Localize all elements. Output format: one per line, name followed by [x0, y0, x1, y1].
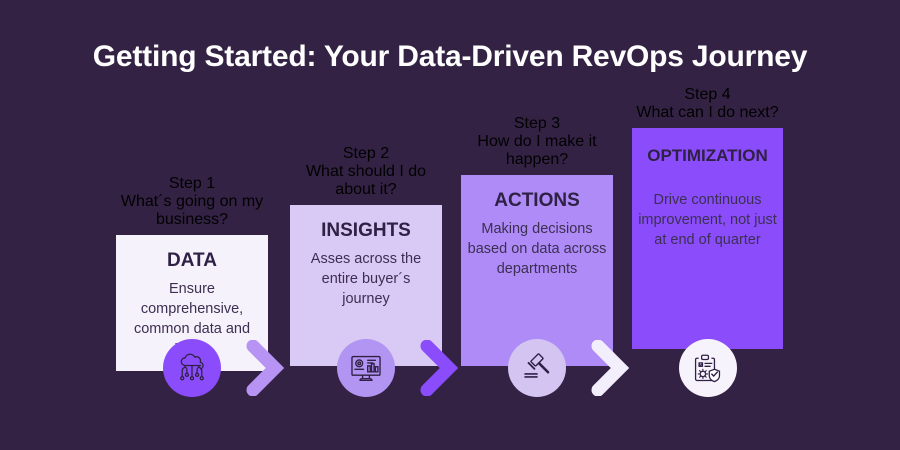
step-column-4: Step 4 What can I do next? OPTIMIZATION …	[632, 86, 783, 349]
chevron-right-icon-2-wrap	[419, 340, 463, 396]
step-header-4: Step 4 What can I do next?	[632, 86, 783, 122]
step-number-3: Step 3	[513, 115, 561, 132]
step-number-2: Step 2	[342, 145, 390, 162]
step-number-4: Step 4	[684, 86, 731, 103]
card-title-2: INSIGHTS	[321, 220, 411, 241]
chevron-right-icon-2	[420, 340, 459, 396]
step-number-1: Step 1	[168, 175, 216, 192]
step-question-1: What´s going on my business?	[120, 193, 264, 228]
card-body-1: Ensure comprehensive, common data and KP…	[133, 281, 251, 357]
step-header-2: Step 2 What should I do about it?	[290, 145, 442, 199]
cloud-data-icon-badge[interactable]	[163, 339, 221, 397]
gavel-icon-badge[interactable]	[508, 339, 566, 397]
card-title-1: DATA	[167, 250, 217, 271]
analytics-dashboard-icon	[351, 355, 381, 382]
step-question-3: How do I make it happen?	[477, 133, 597, 168]
cloud-data-icon	[180, 353, 204, 381]
step-column-1: Step 1 What´s going on my business? DATA…	[116, 175, 268, 371]
card-body-2: Asses across the entire buyer´s journey	[310, 251, 422, 307]
chevron-right-icon-1	[246, 340, 285, 396]
step-question-2: What should I do about it?	[305, 163, 427, 198]
step-question-4: What can I do next?	[636, 104, 779, 121]
card-body-4: Drive continuous improvement, not just a…	[638, 192, 777, 248]
chevron-right-icon-1-wrap	[245, 340, 289, 396]
page-title: Getting Started: Your Data-Driven RevOps…	[92, 40, 808, 73]
analytics-dashboard-icon-badge[interactable]	[337, 339, 395, 397]
step-header-1: Step 1 What´s going on my business?	[116, 175, 268, 229]
step-card-4[interactable]: OPTIMIZATION Drive continuous improvemen…	[632, 128, 783, 349]
step-card-1[interactable]: DATA Ensure comprehensive, common data a…	[116, 235, 268, 371]
step-card-3[interactable]: ACTIONS Making decisions based on data a…	[461, 175, 613, 366]
card-title-3: ACTIONS	[494, 190, 580, 211]
chevron-right-icon-3	[591, 340, 630, 396]
card-title-4: OPTIMIZATION	[647, 146, 768, 165]
gavel-icon	[524, 353, 550, 378]
clipboard-gear-shield-icon	[694, 354, 721, 383]
clipboard-gear-shield-icon-badge[interactable]	[679, 339, 737, 397]
step-column-3: Step 3 How do I make it happen? ACTIONS …	[461, 115, 613, 366]
card-body-3: Making decisions based on data across de…	[467, 221, 607, 277]
chevron-right-icon-3-wrap	[590, 340, 634, 396]
step-header-3: Step 3 How do I make it happen?	[461, 115, 613, 169]
step-column-2: Step 2 What should I do about it? INSIGH…	[290, 145, 442, 366]
